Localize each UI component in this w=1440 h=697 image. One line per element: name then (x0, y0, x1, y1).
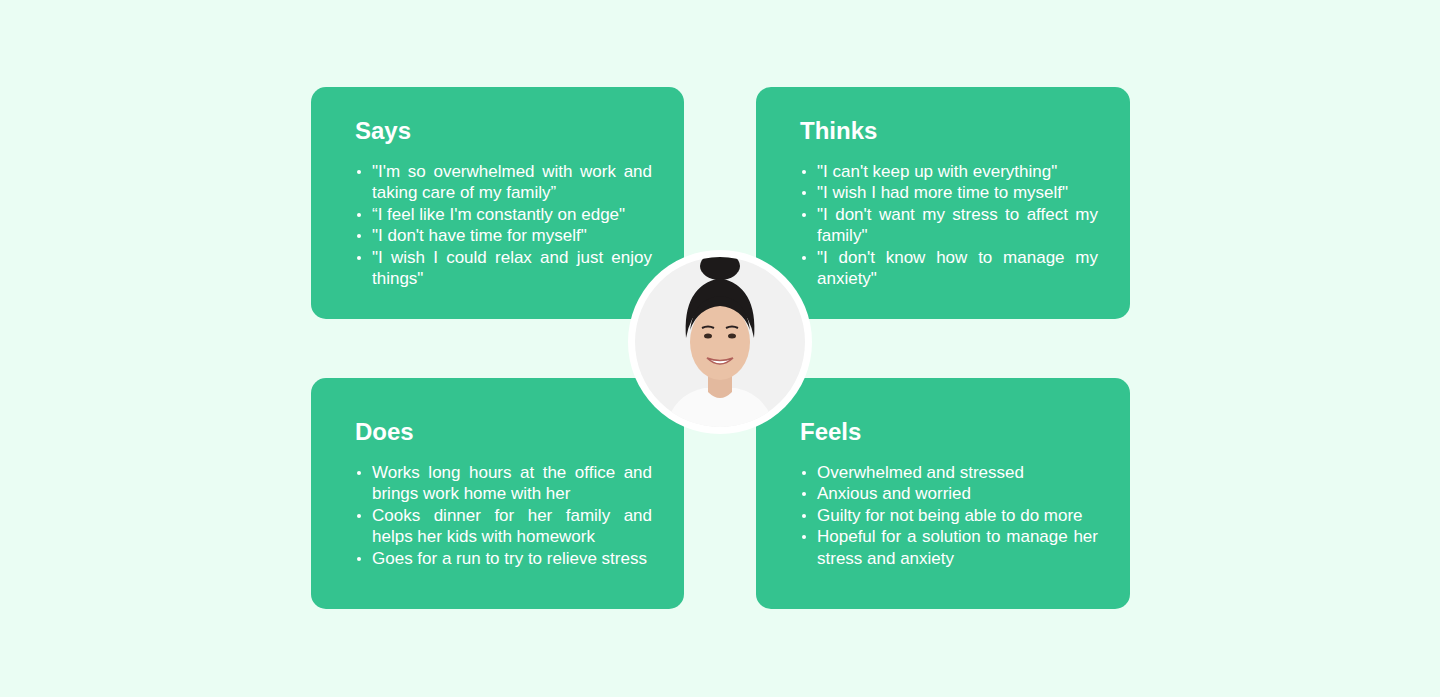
bullet-text: Guilty for not being able to do more (817, 506, 1083, 525)
empathy-quadrant: Thinks "I can't keep up with everything" "… (756, 87, 1130, 319)
empathy-quadrant: Says "I'm so overwhelmed with work and ta… (311, 87, 684, 319)
bullet-dot (802, 535, 806, 539)
bullet-item: "I can't keep up with everything" (800, 161, 1098, 183)
bullet-text: Overwhelmed and stressed (817, 463, 1024, 482)
bullet-item: Cooks dinner for her family and helps he… (355, 505, 652, 548)
bullet-item: "I wish I had more time to myself" (800, 182, 1098, 204)
bullet-item: Hopeful for a solution to manage her str… (800, 526, 1098, 569)
quadrant-heading: Feels (800, 418, 1098, 446)
quadrant-heading: Thinks (800, 117, 1098, 145)
bullet-text: "I don't know how to manage my anxiety" (817, 248, 1098, 289)
bullet-text: "I can't keep up with everything" (817, 162, 1057, 181)
bullet-dot (802, 492, 806, 496)
bullet-dot (802, 514, 806, 518)
bullet-dot (357, 256, 361, 260)
bullet-dot (357, 471, 361, 475)
bullet-text: "I don't want my stress to affect my fam… (817, 205, 1098, 246)
bullet-dot (357, 557, 361, 561)
bullet-dot (357, 514, 361, 518)
empathy-quadrant: DoesWorks long hours at the office and b… (311, 378, 684, 609)
bullet-dot (802, 213, 806, 217)
bullet-dot (357, 234, 361, 238)
bullet-text: Goes for a run to try to relieve stress (372, 549, 647, 568)
bullet-text: Works long hours at the office and bring… (372, 463, 652, 504)
bullet-text: Cooks dinner for her family and helps he… (372, 506, 652, 547)
bullet-dot (802, 256, 806, 260)
bullet-text: Hopeful for a solution to manage her str… (817, 527, 1098, 568)
bullet-dot (357, 170, 361, 174)
bullet-item: Anxious and worried (800, 483, 1098, 505)
bullet-text: "I wish I had more time to myself" (817, 183, 1068, 202)
bullet-item: "I wish I could relax and just enjoy thi… (355, 247, 652, 290)
bullet-item: “I feel like I'm constantly on edge" (355, 204, 652, 226)
persona-photo (624, 246, 816, 438)
bullet-dot (802, 170, 806, 174)
bullet-text: "I wish I could relax and just enjoy thi… (372, 248, 652, 289)
bullet-text: “I feel like I'm constantly on edge" (372, 205, 625, 224)
quadrant-heading: Says (355, 117, 652, 145)
bullet-item: Goes for a run to try to relieve stress (355, 548, 652, 570)
bullet-item: Guilty for not being able to do more (800, 505, 1098, 527)
bullet-item: "I don't want my stress to affect my fam… (800, 204, 1098, 247)
bullet-item: "I'm so overwhelmed with work and taking… (355, 161, 652, 204)
bullet-item: Overwhelmed and stressed (800, 462, 1098, 484)
bullet-item: Works long hours at the office and bring… (355, 462, 652, 505)
bullet-item: "I don't know how to manage my anxiety" (800, 247, 1098, 290)
bullet-text: "I'm so overwhelmed with work and taking… (372, 162, 652, 203)
bullet-dot (802, 191, 806, 195)
bullet-item: "I don't have time for myself" (355, 225, 652, 247)
empathy-quadrant: FeelsOverwhelmed and stressedAnxious and… (756, 378, 1130, 609)
bullet-dot (357, 213, 361, 217)
quadrant-heading: Does (355, 418, 652, 446)
bullet-text: "I don't have time for myself" (372, 226, 587, 245)
bullet-dot (802, 471, 806, 475)
bullet-text: Anxious and worried (817, 484, 971, 503)
